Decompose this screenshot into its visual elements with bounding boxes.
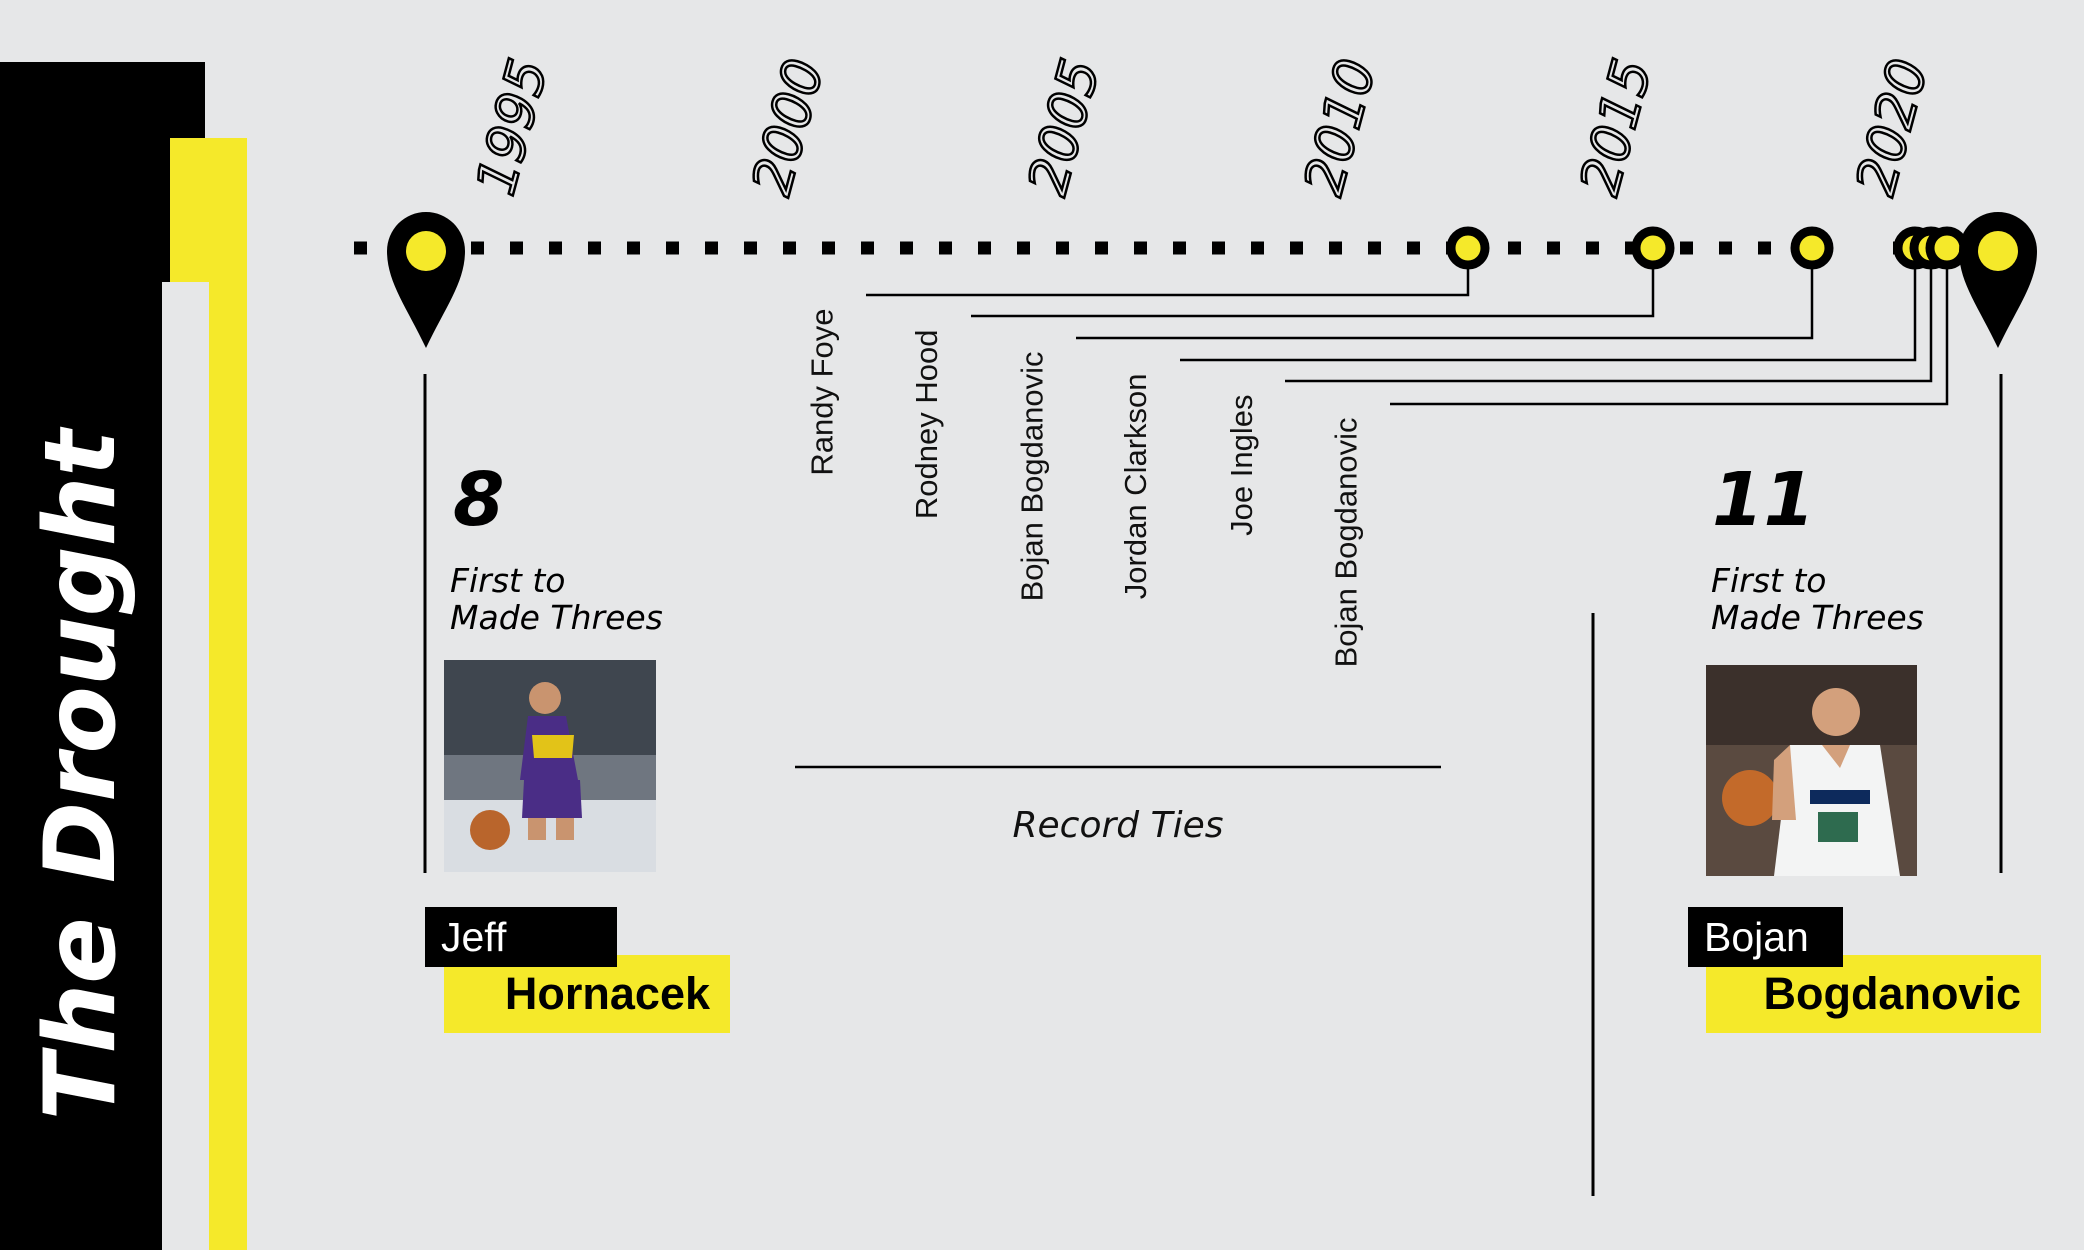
tie-marker-icon (1446, 226, 1490, 270)
tie-marker-icon (1925, 226, 1969, 270)
banner-main-block (0, 282, 162, 1250)
tie-marker-icon (1631, 226, 1675, 270)
tie-connectors (866, 262, 1949, 406)
banner-gap (162, 282, 209, 1250)
record-ties-label: Record Ties (1012, 805, 1224, 846)
right-player-first-name: Bojan (1688, 907, 1843, 967)
left-player-first-name: Jeff (425, 907, 617, 967)
player-photo-right (1706, 665, 1917, 876)
tie-markers (1446, 226, 1969, 270)
start-pin-icon (387, 212, 465, 348)
right-record-value: 11 (1712, 457, 1815, 543)
left-record-value: 8 (453, 457, 505, 543)
end-pin-icon (1959, 212, 2037, 348)
right-player-last-name: Bogdanovic (1706, 955, 2041, 1033)
player-photo-left (444, 660, 656, 872)
left-player-last-name: Hornacek (444, 955, 730, 1033)
tie-marker-icon (1790, 226, 1834, 270)
